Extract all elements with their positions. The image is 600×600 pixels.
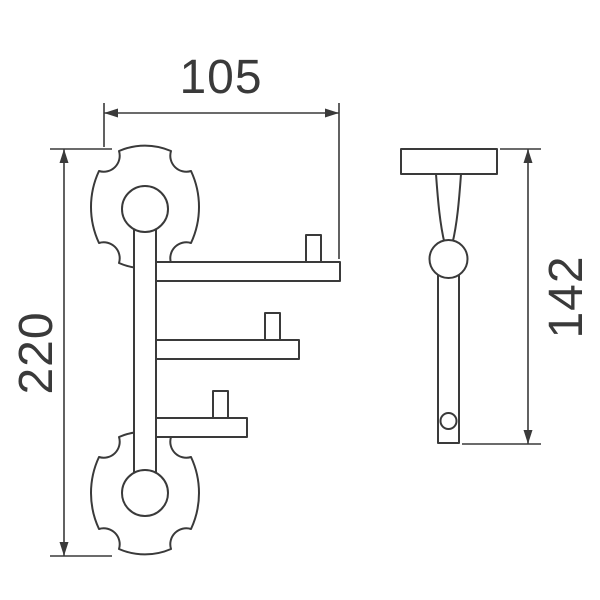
side-view xyxy=(400,148,498,444)
arm-bottom-peg xyxy=(212,390,229,419)
post-body xyxy=(134,209,156,493)
dimension-depth: 142 xyxy=(462,148,593,445)
height-dimension-label: 220 xyxy=(10,311,63,394)
neck-right-contour xyxy=(451,173,462,244)
depth-arrow-top xyxy=(523,149,533,163)
dimension-width: 105 xyxy=(103,51,340,259)
arm-top-peg xyxy=(305,234,322,263)
width-arrow-right xyxy=(325,108,339,118)
wall-plate-profile xyxy=(400,148,498,175)
top-pivot-knob xyxy=(121,185,169,233)
depth-dimension-label: 142 xyxy=(540,255,593,338)
dimension-height: 220 xyxy=(10,148,112,557)
front-view xyxy=(90,144,341,556)
width-arrow-left xyxy=(104,108,118,118)
height-arrow-top xyxy=(59,149,69,163)
bottom-pivot-knob xyxy=(121,469,169,517)
arm-middle-bar xyxy=(145,339,300,360)
arm-bottom-bar xyxy=(145,417,248,438)
swivel-arm-middle xyxy=(145,312,300,360)
neck-left-contour xyxy=(435,173,446,244)
arm-top-bar xyxy=(145,261,341,282)
height-arrow-bottom xyxy=(59,542,69,556)
depth-arrow-bottom xyxy=(523,430,533,444)
peg-hole xyxy=(439,412,458,430)
width-dimension-label: 105 xyxy=(179,51,262,104)
arm-middle-peg xyxy=(264,312,281,341)
ball-joint xyxy=(428,239,469,279)
swivel-arm-bottom xyxy=(145,390,248,438)
